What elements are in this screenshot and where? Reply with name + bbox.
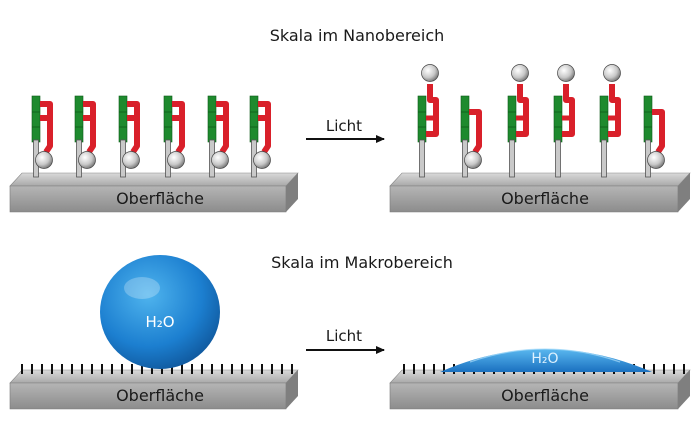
molecule-icon [74,95,96,178]
molecule-icon [31,95,53,178]
drop-label-left: H₂O [145,313,174,331]
molecule-icon [460,95,482,178]
molecule-group-left [31,95,271,178]
molecule-icon [249,95,271,178]
surface-label-nano-left: Oberfläche [116,189,204,208]
molecule-icon [417,64,439,178]
drop-label-right: H₂O [531,351,558,367]
molecule-icon [207,95,229,178]
molecule-icon [163,95,185,178]
molecule-icon [599,64,621,178]
surface-label-nano-right: Oberfläche [501,189,589,208]
surface-label-macro-right: Oberfläche [501,386,589,405]
arrow-label-macro: Licht [326,327,362,345]
water-drop-icon [100,255,220,369]
arrow-label-nano: Licht [326,117,362,135]
surface-slab-nano-right [389,172,691,213]
molecule-icon [643,95,665,178]
surface-slab-nano-left [9,172,299,213]
molecule-group-right [417,64,665,178]
nano-heading: Skala im Nanobereich [270,26,445,45]
molecule-icon [118,95,140,178]
macro-heading: Skala im Makrobereich [271,253,453,272]
molecule-icon [553,64,575,178]
molecule-icon [507,64,529,178]
surface-label-macro-left: Oberfläche [116,386,204,405]
water-puddle-icon [440,348,652,372]
